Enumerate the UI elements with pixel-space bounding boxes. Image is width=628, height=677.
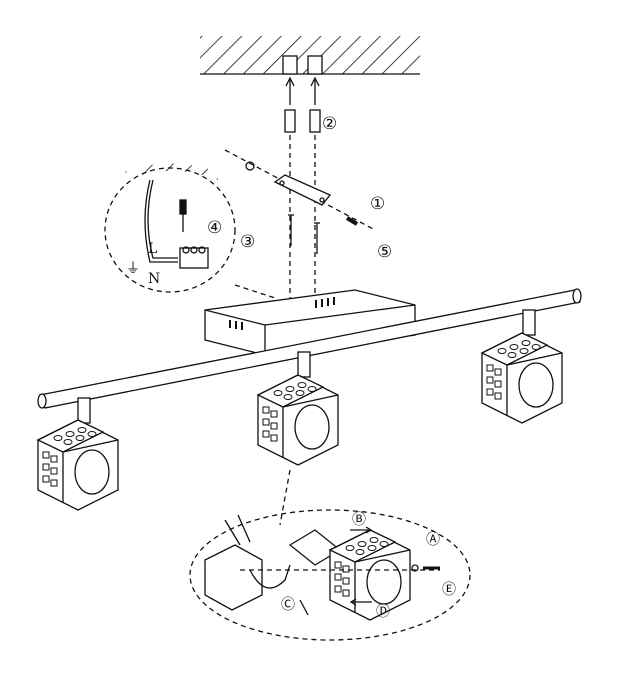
step-5-label: ⑤	[377, 242, 393, 262]
lamp-inset	[189, 469, 471, 641]
step-4-label: ④	[207, 218, 223, 238]
step-e-label: Ⓔ	[442, 582, 456, 598]
spotlight-right	[481, 309, 563, 424]
wall-plugs	[284, 109, 321, 133]
live-wire-label: L	[148, 241, 158, 257]
ceiling-screws	[288, 214, 359, 254]
earth-symbol: ⏚	[126, 261, 140, 277]
ceiling	[200, 36, 420, 75]
step-2-label: ②	[322, 114, 338, 134]
step-d-label: Ⓓ	[376, 604, 390, 620]
mounting-bracket	[273, 174, 332, 206]
step-1-label: ①	[370, 194, 386, 214]
spotlight-center	[257, 351, 339, 466]
light-bar	[37, 288, 582, 409]
wiring-inset	[104, 163, 276, 299]
arrows-up	[285, 76, 320, 105]
step-c-label: Ⓒ	[281, 597, 295, 613]
neutral-wire-label: N	[148, 271, 161, 287]
spotlight-left	[37, 397, 119, 511]
step-a-label: Ⓐ	[426, 532, 440, 548]
step-b-label: Ⓑ	[352, 512, 366, 528]
screw-head	[245, 161, 255, 171]
step-3-label: ③	[240, 232, 256, 252]
guide-lines	[224, 135, 376, 300]
